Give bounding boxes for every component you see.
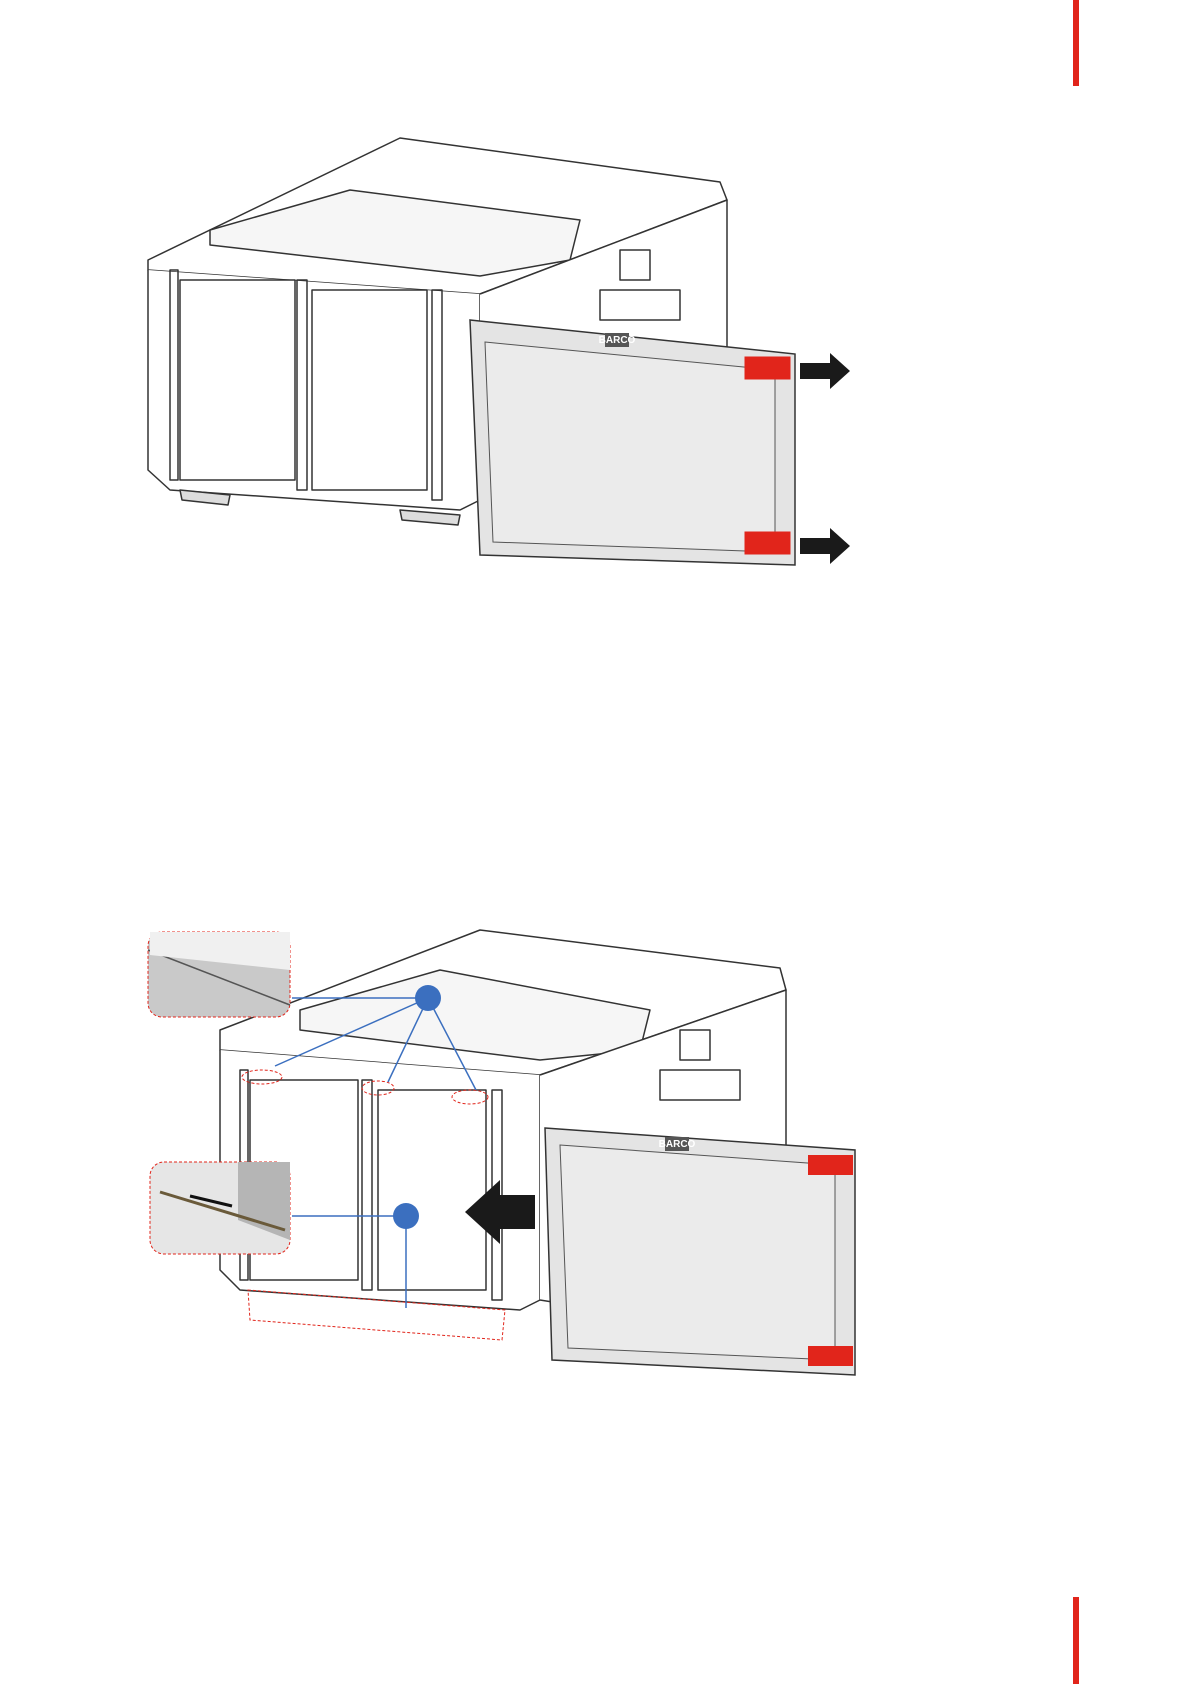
pull-arrow-bottom-icon — [800, 528, 850, 564]
hinge-tab-bottom — [745, 532, 790, 554]
page-edge-marker-top — [1073, 0, 1079, 86]
detail-inset-top — [148, 932, 290, 1017]
callout-marker-top — [415, 985, 441, 1011]
figure-door-reinstall: BARCO — [0, 910, 1191, 1430]
hinge-tab-top — [745, 357, 790, 379]
brand-badge-label: BARCO — [659, 1139, 696, 1150]
removed-front-door: BARCO — [470, 320, 795, 565]
page-edge-marker-bottom — [1073, 1597, 1079, 1684]
filter-panel-right — [378, 1090, 486, 1290]
pull-arrow-top-icon — [800, 353, 850, 389]
front-door: BARCO — [545, 1128, 855, 1375]
callout-marker-bottom — [393, 1203, 419, 1229]
filter-panel-right — [312, 290, 427, 490]
hinge-tab-top — [808, 1155, 853, 1175]
figure-door-removal: BARCO — [0, 120, 1191, 640]
filter-panel-left — [180, 280, 295, 480]
brand-badge-label: BARCO — [599, 335, 636, 346]
hinge-tab-bottom — [808, 1346, 853, 1366]
detail-inset-bottom — [150, 1162, 290, 1254]
